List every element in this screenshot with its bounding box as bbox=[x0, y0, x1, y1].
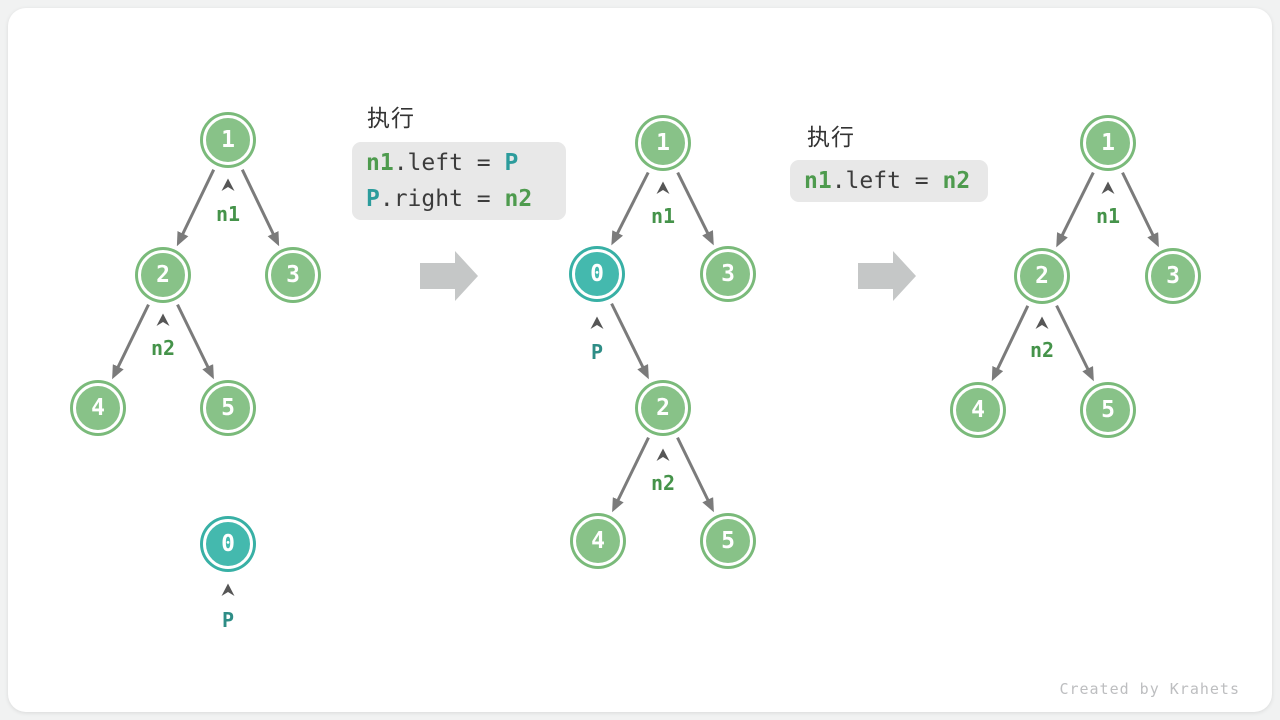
step2-heading: 执行 bbox=[807, 125, 855, 151]
tree-edge bbox=[1121, 171, 1159, 248]
tree-edge bbox=[611, 171, 650, 246]
tree-edge bbox=[991, 305, 1030, 382]
code-token: P bbox=[504, 150, 519, 176]
tree-edge bbox=[1056, 171, 1095, 248]
code-token: n1 bbox=[804, 168, 832, 194]
tree-edge bbox=[176, 169, 216, 247]
step1-arrow-icon bbox=[420, 251, 478, 301]
tree-edge bbox=[1055, 304, 1094, 382]
code-token: n1 bbox=[366, 150, 394, 176]
tree-edge bbox=[240, 169, 280, 247]
code-line: P.right = n2 bbox=[366, 181, 552, 217]
code-token: .right = bbox=[379, 186, 505, 212]
step1-heading: 执行 bbox=[367, 106, 415, 132]
tree-edge bbox=[676, 171, 714, 246]
step2-arrow-icon bbox=[858, 251, 916, 301]
tree-edge bbox=[610, 302, 649, 380]
tree-edge bbox=[176, 303, 214, 380]
code-token: n2 bbox=[942, 168, 971, 194]
code-token: P bbox=[366, 186, 380, 212]
code-token: n2 bbox=[504, 186, 533, 212]
code-line: n1.left = n2 bbox=[804, 163, 974, 199]
tree-edge bbox=[676, 436, 714, 513]
code-token: .left = bbox=[393, 150, 505, 176]
tree-edge bbox=[112, 303, 150, 380]
code-token: .left = bbox=[831, 168, 943, 194]
tree-edge bbox=[612, 436, 650, 513]
code-line: n1.left = P bbox=[366, 145, 552, 181]
step2-code-block: n1.left = n2 bbox=[790, 160, 988, 202]
credit-text: Created by Krahets bbox=[1059, 680, 1240, 698]
